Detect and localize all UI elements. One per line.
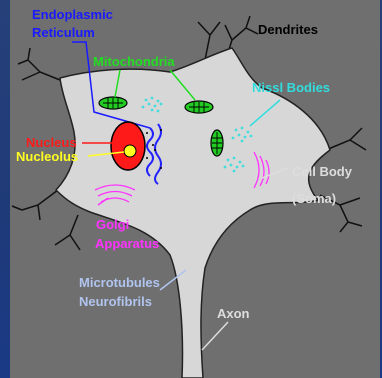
label-nucleolus: Nucleolus bbox=[16, 149, 78, 164]
label-cell-body-2: (Soma) bbox=[292, 191, 336, 206]
axon-pointer bbox=[202, 322, 228, 350]
mitochondrion-3 bbox=[211, 130, 223, 156]
label-mitochondria: Mitochondria bbox=[93, 54, 175, 69]
label-golgi-2: Apparatus bbox=[95, 236, 159, 251]
label-golgi-1: Golgi bbox=[96, 217, 129, 232]
nucleolus-shape bbox=[124, 145, 136, 157]
mitochondrion-1 bbox=[99, 97, 127, 109]
label-microtubules-2: Neurofibrils bbox=[79, 294, 152, 309]
label-nucleus: Nucleus bbox=[26, 135, 77, 150]
label-endoplasmic-1: Endoplasmic bbox=[32, 7, 113, 22]
label-endoplasmic-2: Reticulum bbox=[32, 25, 95, 40]
label-dendrites: Dendrites bbox=[258, 22, 318, 37]
label-nissl-bodies: Nissl Bodies bbox=[252, 80, 330, 95]
label-cell-body-1: Cell Body bbox=[292, 164, 353, 179]
label-axon: Axon bbox=[217, 306, 250, 321]
label-microtubules-1: Microtubules bbox=[79, 275, 160, 290]
mitochondrion-2 bbox=[185, 101, 213, 113]
